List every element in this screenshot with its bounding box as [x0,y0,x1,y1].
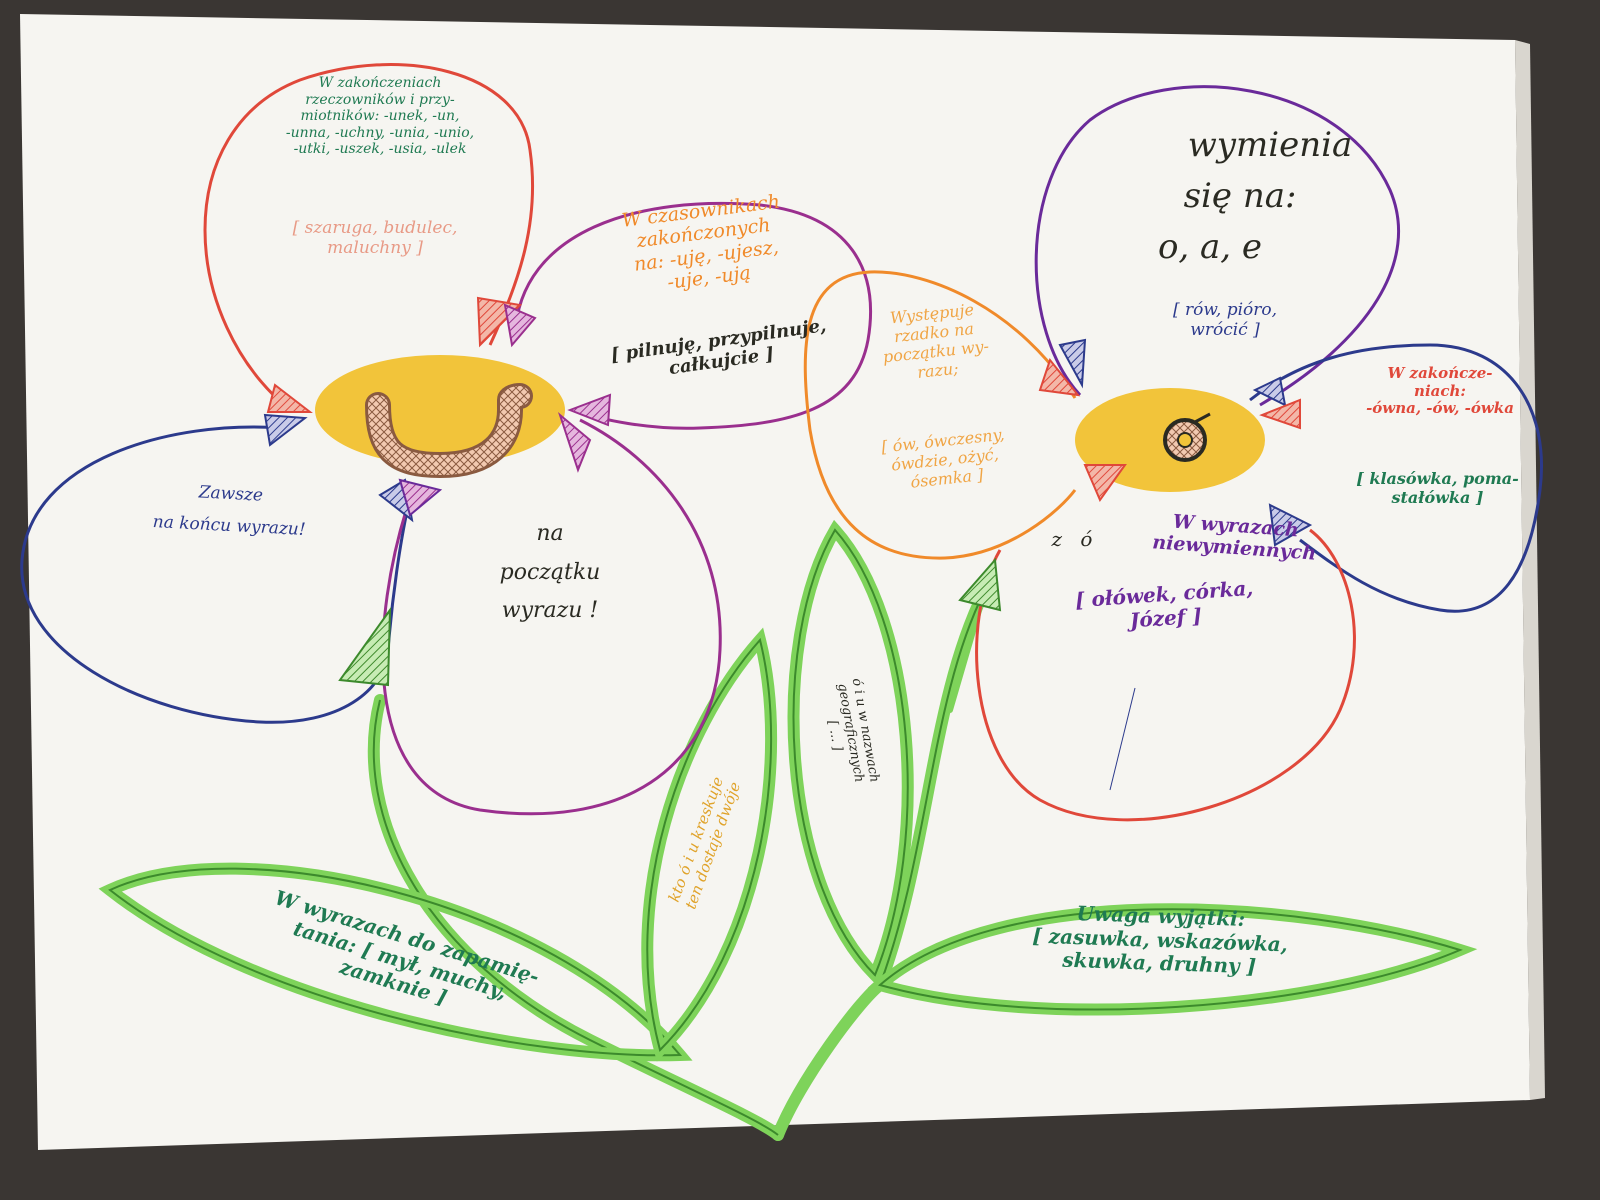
text-line: -ówna, -ów, -ówka [1366,399,1514,418]
o-petal-right-examples: [ klasówka, poma- stałówka ] [1335,469,1540,508]
leaf-middle-right [787,519,914,986]
text-line: stałówka ] [1391,487,1484,507]
arrow-marker [567,393,612,427]
leaf-bottom-right [867,903,1478,1016]
arrow-marker [1058,338,1087,389]
arrow-marker [398,478,443,517]
leaf-bottom-left [98,862,693,1062]
text-line: [ klasówka, poma- [1356,469,1519,488]
u-center [315,355,565,465]
o-petal-top-text: wymienia się na: o, a, e [1090,120,1390,273]
text-line: -unna, -uchny, -unia, -unio, [285,124,475,141]
text-line: -utki, -uszek, -usia, -ulek [293,141,467,158]
arrow-marker [503,303,537,348]
text-line: początku [499,559,601,585]
arrow-marker [1252,376,1287,407]
arrow-marker [1083,464,1127,503]
leaf-middle-left [641,627,778,1062]
text-line: rzeczowników i przy- [305,91,455,108]
arrow-marker [557,412,592,473]
u-petal-top-text: W zakończeniach rzeczowników i przy- mio… [240,75,520,158]
arrow-marker [1259,398,1301,430]
leaf-bottom-right-text: Uwaga wyjątki: [ zasuwka, wskazówka, sku… [959,898,1361,983]
text-line: się na: [1183,176,1297,216]
o-petal-right [1249,343,1543,613]
u-petal-top [203,63,535,412]
text-line: W zakończe- [1387,364,1493,382]
text-line: [ szaruga, budulec, [292,218,458,238]
text-line: miotników: -unek, -un, [300,108,460,125]
o-petal-bottom [975,528,1356,822]
o-petal-top-examples: [ rów, pióro, wrócić ] [1110,300,1340,340]
arrow-marker [263,413,308,447]
text-line: maluchny ] [327,238,423,259]
paper-edge-shadow [1515,40,1545,1100]
o-petal-right-text: W zakończe- niach: -ówna, -ów, -ówka [1340,364,1540,418]
text-line: wymienia [1187,125,1353,165]
text-line: wrócić ] [1190,320,1260,341]
o-petal-bottom-label: z ó [1051,527,1099,551]
text-line: wyrazu ! [501,598,599,623]
arrow-marker [1038,357,1081,397]
arrow-marker [266,383,313,413]
u-petal-right [513,201,873,430]
o-petal-top [1034,85,1400,407]
u-petal-bottom-text: na początku wyrazu ! [420,515,680,631]
text-line: W zakończeniach [318,75,442,91]
arrow-marker [1268,503,1313,547]
text-line: o, a, e [1157,227,1263,267]
text-line: na [536,521,564,546]
text-line: niach: [1414,381,1466,400]
text-line: [ rów, pióro, [1172,300,1278,320]
arrow-marker [958,557,1002,612]
arrow-marker [338,606,392,687]
u-petal-top-examples: [ szaruga, budulec, maluchny ] [235,218,515,258]
o-petal-left [803,270,1077,560]
